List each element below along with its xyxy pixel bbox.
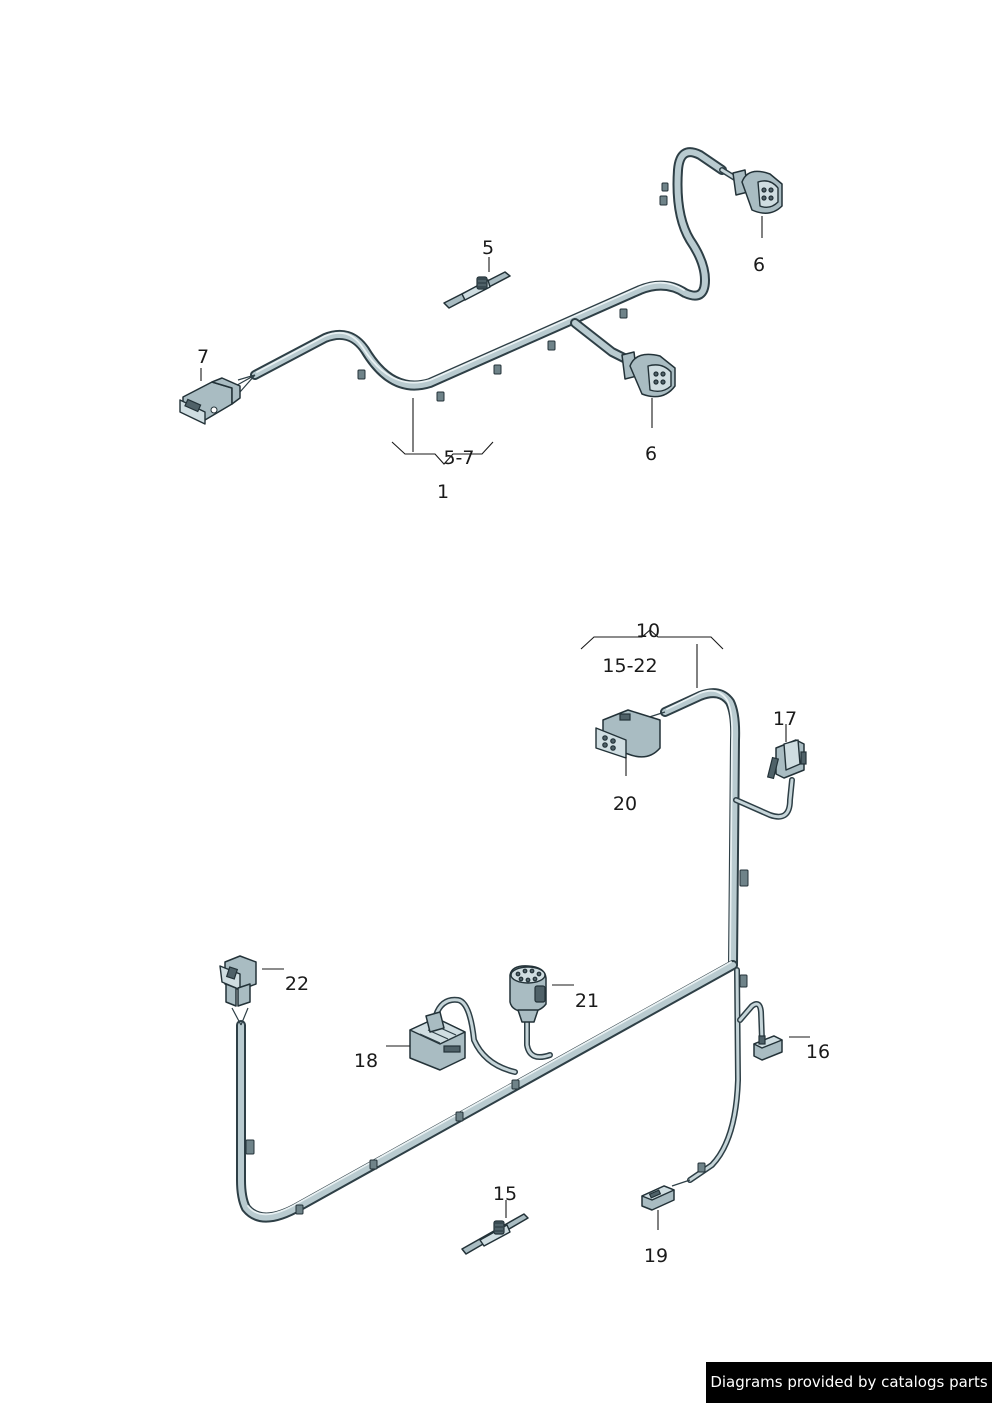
connector-16: [753, 1035, 783, 1061]
label-5-7: 5-7: [443, 447, 474, 469]
harness-trunk-lower: [236, 688, 795, 1223]
label-5: 5: [482, 237, 494, 259]
label-6-upper: 6: [753, 254, 765, 276]
connector-6-upper: [719, 167, 783, 214]
label-18: 18: [354, 1050, 378, 1072]
connector-19: [641, 1179, 691, 1211]
harness-clips-upper: [357, 182, 669, 402]
label-7: 7: [197, 346, 209, 368]
connector-20: [595, 709, 666, 759]
label-15: 15: [493, 1183, 517, 1205]
connector-17: [766, 739, 807, 780]
connector-6-lower: [621, 351, 676, 398]
label-10: 10: [636, 620, 660, 642]
label-22: 22: [285, 973, 309, 995]
connector-22: [219, 955, 257, 1026]
label-20: 20: [613, 793, 637, 815]
harness-trunk-upper: [250, 147, 727, 391]
connector-18: [409, 1011, 466, 1071]
harness-assembly-1: 1 5-7 5 6 6 7: [179, 147, 783, 503]
label-16: 16: [806, 1041, 830, 1063]
leader-lines-lower: [262, 629, 810, 1230]
label-15-22: 15-22: [602, 655, 657, 677]
label-21: 21: [575, 990, 599, 1012]
attribution-text: Diagrams provided by catalogs parts: [710, 1373, 988, 1391]
label-6-lower: 6: [645, 443, 657, 465]
clip-part-5: [443, 271, 511, 309]
leader-lines-upper: [200, 216, 763, 465]
harness-clips-lower: [245, 869, 749, 1215]
harness-assembly-10: 10 15-22 17 20 22 21 18 16 15 19: [219, 620, 830, 1267]
connector-7: [179, 374, 256, 425]
connector-21: [509, 965, 547, 1023]
label-1: 1: [437, 481, 449, 503]
clip-part-15: [461, 1213, 529, 1255]
attribution-footer: Diagrams provided by catalogs parts: [706, 1362, 992, 1403]
label-17: 17: [773, 708, 797, 730]
label-19: 19: [644, 1245, 668, 1267]
